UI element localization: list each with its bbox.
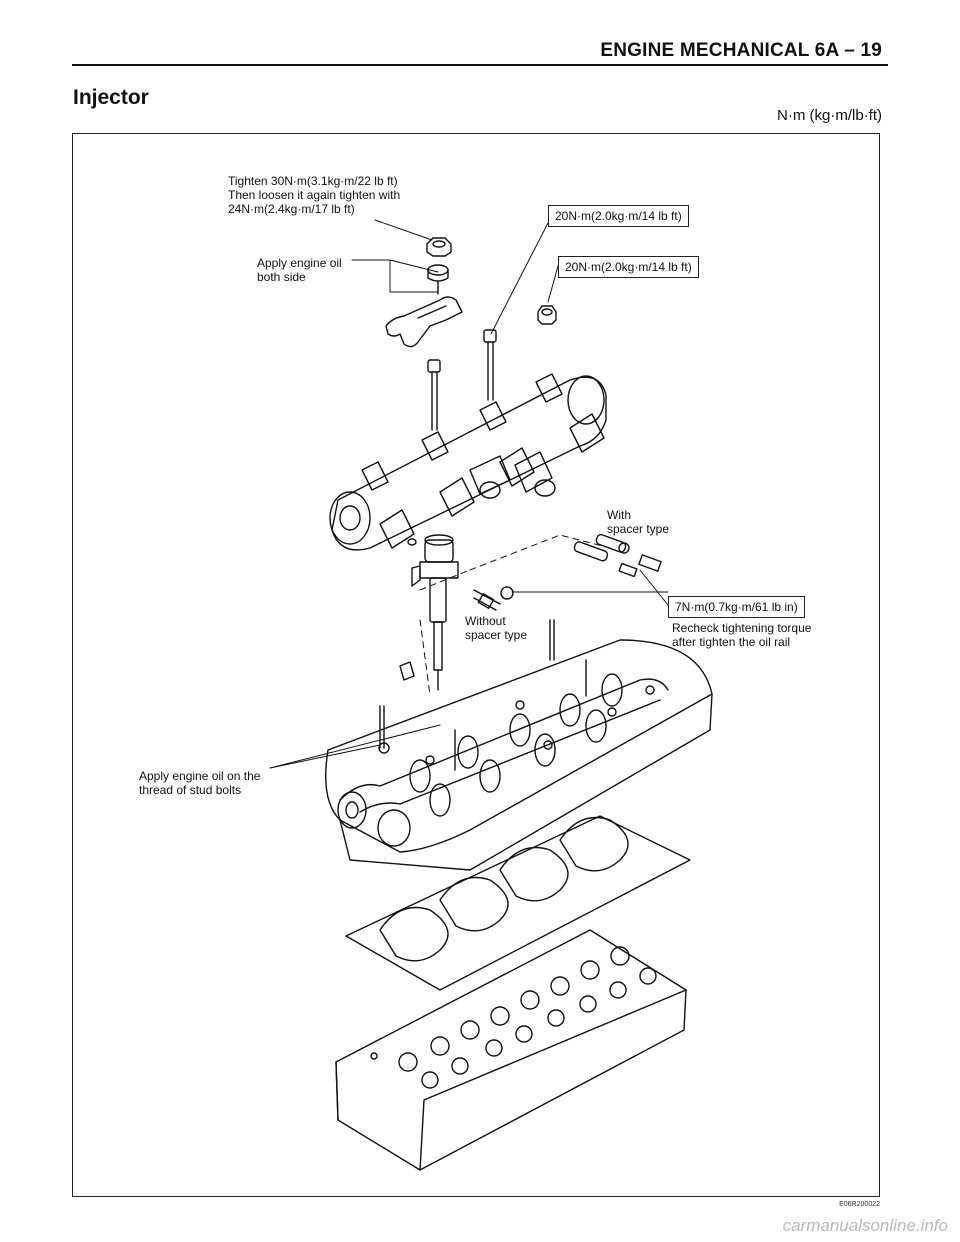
section-title: Injector xyxy=(73,86,149,109)
torque-label-rail-bolt: 20N·m(2.0kg·m/14 lb ft) xyxy=(548,205,689,227)
without-spacer-type-label: Without spacer type xyxy=(465,614,528,642)
figure-id: E06R200022 xyxy=(839,1201,880,1208)
torque-label-clamp-bolt: 7N·m(0.7kg·m/61 lb in) xyxy=(668,596,805,618)
page-header-title: ENGINE MECHANICAL 6A – 19 xyxy=(600,40,882,61)
common-rail xyxy=(329,373,607,551)
with-spacer-type-label: With spacer type xyxy=(607,508,670,536)
rail-bracket-bolt-right xyxy=(483,329,497,401)
apply-oil-both-side-note: Apply engine oil both side xyxy=(257,256,342,284)
camshaft-carrier xyxy=(325,619,713,871)
cylinder-head xyxy=(335,929,687,1171)
figure-frame xyxy=(72,133,880,1197)
clamp-bolt-without-spacer xyxy=(473,586,514,611)
clamp-washer xyxy=(427,264,449,295)
injector xyxy=(399,534,459,691)
oil-rail-nut xyxy=(537,305,557,325)
header-rule xyxy=(72,64,888,66)
rail-bracket-bolt-left xyxy=(427,359,441,431)
injector-clamp-nut xyxy=(426,237,452,257)
watermark: carmanualsonline.info xyxy=(782,1216,948,1235)
cylinder-head-gasket xyxy=(345,815,691,991)
leader-lines xyxy=(269,219,669,769)
recheck-torque-note: Recheck tightening torque after tighten … xyxy=(672,621,812,649)
torque-label-rail-nut: 20N·m(2.0kg·m/14 lb ft) xyxy=(558,256,699,278)
apply-oil-stud-bolts-note: Apply engine oil on the thread of stud b… xyxy=(139,769,261,797)
injector-clamp xyxy=(385,296,463,348)
tighten-sequence-note: Tighten 30N·m(3.1kg·m/22 lb ft) Then loo… xyxy=(228,174,401,216)
torque-units: N·m (kg·m/lb·ft) xyxy=(777,107,882,124)
spacer-bolts xyxy=(573,533,662,578)
